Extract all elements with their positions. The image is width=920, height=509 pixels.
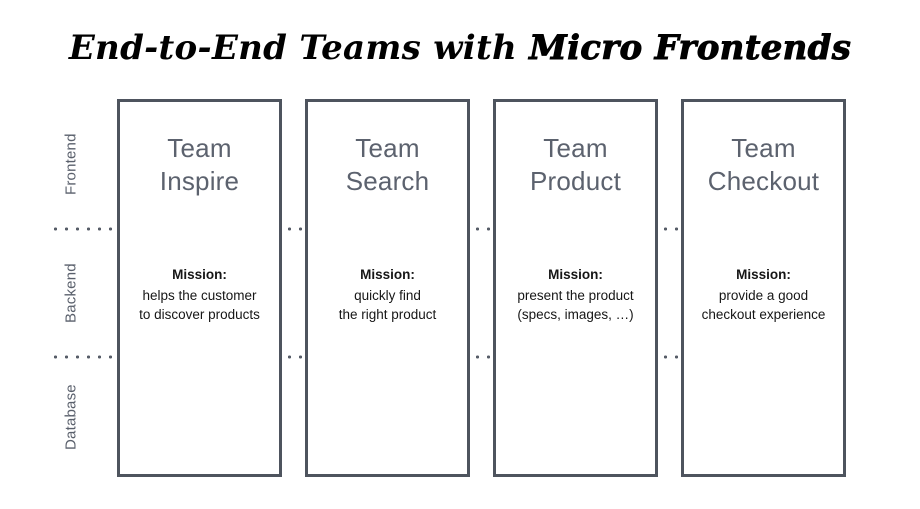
dot-segment-left — [50, 355, 117, 359]
axis-label-backend-text: Backend — [62, 263, 80, 323]
axis-label-frontend: Frontend — [56, 99, 86, 229]
mission-line-2: to discover products — [139, 307, 260, 322]
team-name-line-1: Team — [355, 133, 420, 163]
mission-heading: Mission: — [548, 267, 603, 282]
mission-line-2: (specs, images, …) — [517, 307, 634, 322]
team-name-line-2: Inspire — [159, 166, 240, 196]
dot-segment-gap-2 — [472, 227, 492, 231]
page-title-plain: End-to-End Teams with — [68, 28, 530, 68]
team-name-line-2: Checkout — [707, 166, 820, 196]
team-name-line-1: Team — [731, 133, 796, 163]
mission-line-1: present the product — [517, 288, 634, 303]
team-mission-inspire: Mission: helps the customer to discover … — [120, 265, 279, 324]
team-name-line-2: Search — [345, 166, 430, 196]
dot-segment-gap-2 — [472, 355, 492, 359]
page-title-emphasis: Micro Frontends — [529, 28, 852, 69]
dot-segment-gap-1 — [284, 355, 304, 359]
mission-heading: Mission: — [360, 267, 415, 282]
dot-segment-gap-1 — [284, 227, 304, 231]
mission-line-1: helps the customer — [142, 288, 257, 303]
team-name-line-2: Product — [529, 166, 621, 196]
layer-separator-backend-database — [0, 355, 920, 360]
dot-segment-gap-3 — [660, 227, 680, 231]
mission-line-2: the right product — [338, 307, 437, 322]
dot-segment-left — [50, 227, 117, 231]
dot-segment-gap-3 — [660, 355, 680, 359]
team-mission-checkout: Mission: provide a good checkout experie… — [684, 265, 843, 324]
team-mission-product: Mission: present the product (specs, ima… — [496, 265, 655, 324]
page-title: End-to-End Teams with Micro Frontends — [0, 26, 920, 70]
mission-line-1: provide a good — [718, 288, 809, 303]
axis-label-database: Database — [56, 358, 86, 477]
layer-separator-frontend-backend — [0, 227, 920, 232]
mission-heading: Mission: — [172, 267, 227, 282]
mission-line-1: quickly find — [354, 288, 421, 303]
team-name-line-1: Team — [543, 133, 608, 163]
team-mission-search: Mission: quickly find the right product — [308, 265, 467, 324]
mission-heading: Mission: — [736, 267, 791, 282]
mission-line-2: checkout experience — [701, 307, 826, 322]
axis-label-database-text: Database — [62, 384, 80, 451]
axis-label-backend: Backend — [56, 232, 86, 354]
team-name-line-1: Team — [167, 133, 232, 163]
axis-label-frontend-text: Frontend — [62, 133, 80, 195]
